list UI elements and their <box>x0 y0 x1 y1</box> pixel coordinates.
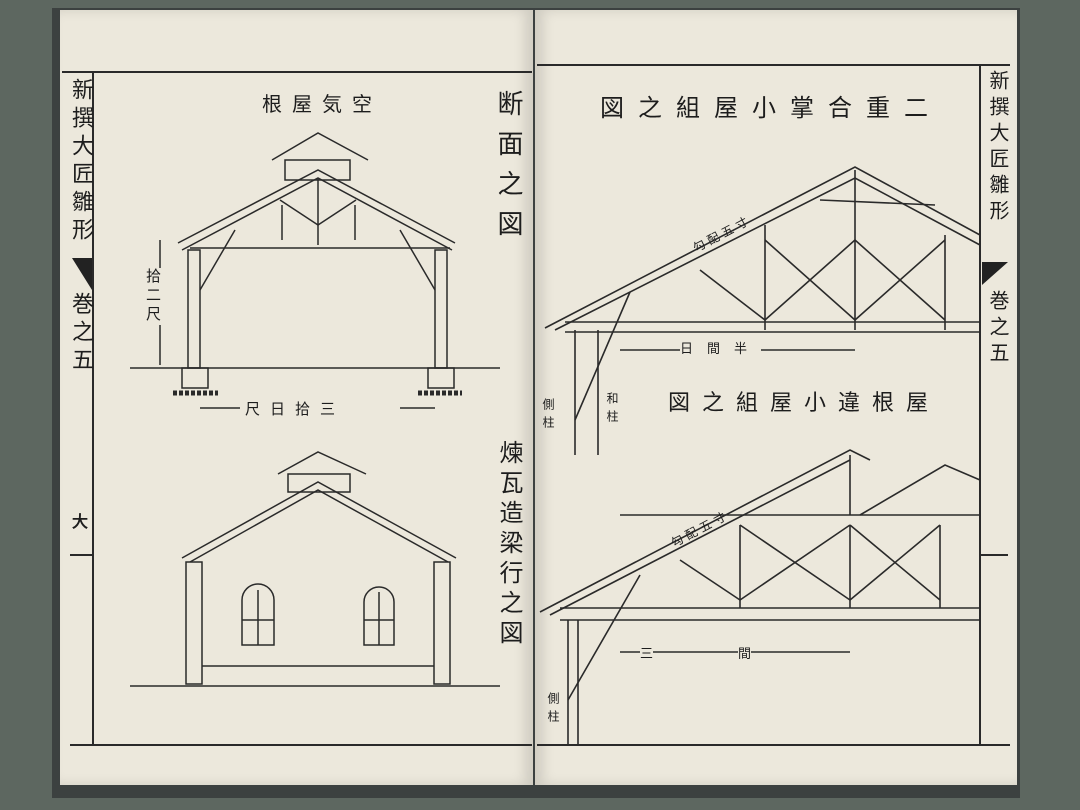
left-page <box>60 10 533 785</box>
ventilated-roof-section <box>130 132 500 409</box>
margin-fishtail-right <box>982 262 1008 285</box>
fig-title-double-truss: 二重合掌小屋組之図 <box>600 94 942 122</box>
double-truss-span-label: 半間日 <box>680 338 762 357</box>
fig-title-ventilated-roof: 空気屋根 <box>262 92 382 116</box>
right-margin-volume: 巻之五 <box>986 290 1010 368</box>
right-page <box>535 10 1017 785</box>
outer-post-label: 側柱 <box>541 398 555 434</box>
staggered-post-label: 側柱 <box>546 692 560 728</box>
left-margin-book-title: 新撰大匠雛形 <box>68 78 93 246</box>
left-page-mark: 大 <box>72 512 89 531</box>
brick-elevation <box>130 451 500 687</box>
inner-post-label: 和柱 <box>605 392 619 428</box>
staggered-span-label-a: 三 <box>640 643 654 662</box>
left-margin-volume: 巻之五 <box>68 292 93 376</box>
fig-title-staggered-truss: 屋根違小屋組之図 <box>668 391 941 416</box>
margin-fishtail-left <box>72 258 92 290</box>
page-frames <box>62 64 1010 746</box>
fig-subtitle-section: 断面之図 <box>493 90 523 250</box>
span-dimension-label: 三拾日尺 <box>245 400 346 418</box>
staggered-span-label-b: 間 <box>738 643 752 662</box>
fig-title-brick-beam: 煉瓦造梁行之図 <box>495 440 523 650</box>
right-margin-book-title: 新撰大匠雛形 <box>986 70 1010 226</box>
height-dimension-label: 拾二尺 <box>143 268 164 325</box>
staggered-roof-truss <box>539 449 981 745</box>
